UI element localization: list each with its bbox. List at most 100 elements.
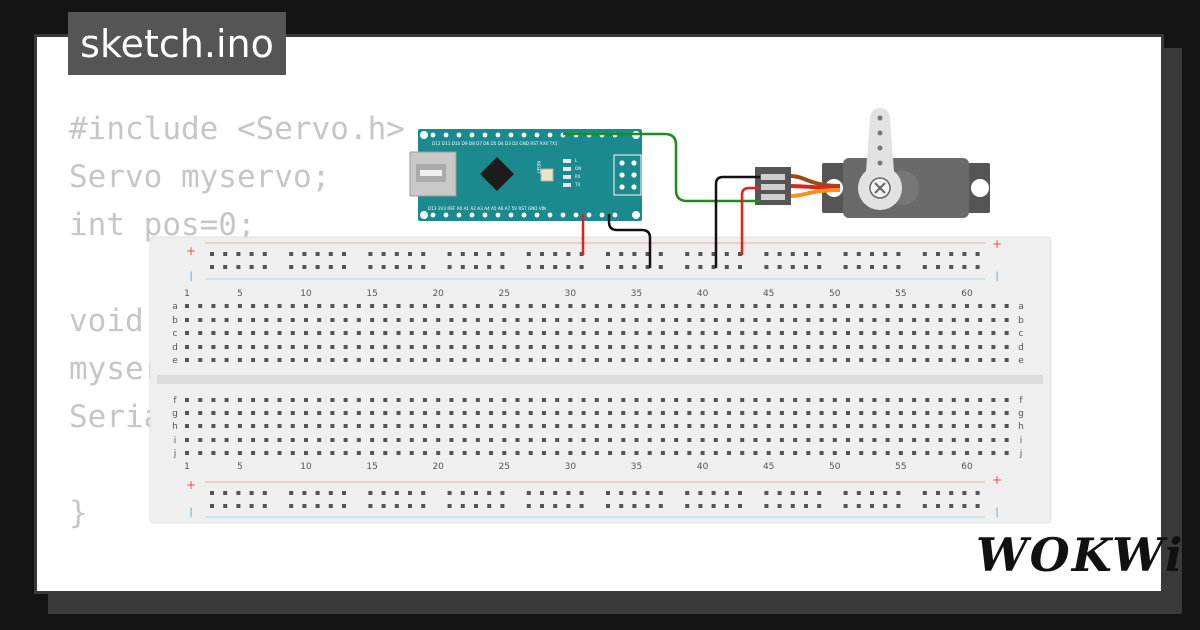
breadboard-hole[interactable] (859, 398, 864, 402)
breadboard-hole[interactable] (541, 411, 546, 415)
breadboard-hole[interactable] (647, 304, 652, 308)
breadboard-hole[interactable] (660, 438, 665, 442)
breadboard-hole[interactable] (251, 318, 256, 322)
rail-hole[interactable] (777, 252, 782, 256)
breadboard-hole[interactable] (713, 358, 718, 362)
breadboard-hole[interactable] (621, 438, 626, 442)
nano-pin[interactable] (469, 212, 475, 218)
rail-hole[interactable] (474, 491, 478, 495)
breadboard-hole[interactable] (819, 304, 824, 308)
breadboard-hole[interactable] (872, 318, 877, 322)
breadboard-hole[interactable] (462, 451, 467, 455)
breadboard-hole[interactable] (938, 358, 943, 362)
breadboard-hole[interactable] (740, 411, 745, 415)
nano-pin[interactable] (534, 212, 540, 218)
breadboard-hole[interactable] (634, 331, 639, 335)
rail-hole[interactable] (896, 252, 901, 256)
breadboard-hole[interactable] (211, 411, 216, 415)
breadboard-hole[interactable] (264, 398, 269, 402)
breadboard-hole[interactable] (674, 358, 679, 362)
rail-hole[interactable] (843, 252, 848, 256)
breadboard-hole[interactable] (277, 398, 282, 402)
breadboard-hole[interactable] (383, 331, 388, 335)
breadboard-hole[interactable] (462, 304, 467, 308)
breadboard-hole[interactable] (211, 304, 216, 308)
breadboard-hole[interactable] (660, 318, 665, 322)
breadboard-hole[interactable] (224, 451, 229, 455)
breadboard-hole[interactable] (541, 398, 546, 402)
breadboard-hole[interactable] (872, 345, 877, 349)
breadboard-hole[interactable] (925, 304, 930, 308)
breadboard-hole[interactable] (502, 331, 507, 335)
rail-hole[interactable] (711, 252, 716, 256)
breadboard-hole[interactable] (647, 318, 652, 322)
breadboard-hole[interactable] (198, 411, 203, 415)
rail-hole[interactable] (526, 504, 531, 508)
breadboard-hole[interactable] (687, 438, 692, 442)
breadboard-hole[interactable] (793, 451, 798, 455)
breadboard-hole[interactable] (237, 411, 242, 415)
breadboard-hole[interactable] (766, 358, 771, 362)
rail-hole[interactable] (474, 504, 478, 508)
breadboard-hole[interactable] (475, 451, 480, 455)
breadboard-hole[interactable] (475, 304, 480, 308)
breadboard-hole[interactable] (951, 358, 956, 362)
rail-hole[interactable] (342, 491, 346, 495)
rail-hole[interactable] (870, 252, 874, 256)
rail-hole[interactable] (619, 504, 624, 508)
rail-hole[interactable] (368, 265, 373, 269)
breadboard-hole[interactable] (885, 304, 890, 308)
breadboard-hole[interactable] (793, 331, 798, 335)
breadboard-hole[interactable] (383, 358, 388, 362)
breadboard-hole[interactable] (277, 358, 282, 362)
breadboard-hole[interactable] (978, 411, 983, 415)
breadboard-hole[interactable] (621, 318, 626, 322)
breadboard-hole[interactable] (806, 438, 811, 442)
breadboard-hole[interactable] (211, 318, 216, 322)
rail-hole[interactable] (447, 504, 452, 508)
breadboard-hole[interactable] (237, 398, 242, 402)
nano-pin[interactable] (534, 132, 540, 138)
rail-hole[interactable] (408, 252, 412, 256)
breadboard-hole[interactable] (608, 304, 613, 308)
breadboard-hole[interactable] (753, 358, 758, 362)
rail-hole[interactable] (632, 265, 637, 269)
breadboard-hole[interactable] (859, 304, 864, 308)
breadboard-hole[interactable] (317, 345, 322, 349)
breadboard-hole[interactable] (885, 345, 890, 349)
rail-hole[interactable] (738, 252, 742, 256)
breadboard-hole[interactable] (343, 358, 348, 362)
breadboard-hole[interactable] (687, 398, 692, 402)
breadboard-hole[interactable] (898, 345, 903, 349)
breadboard-hole[interactable] (502, 304, 507, 308)
rail-hole[interactable] (790, 504, 795, 508)
rail-hole[interactable] (460, 491, 465, 495)
breadboard-hole[interactable] (224, 398, 229, 402)
breadboard-hole[interactable] (608, 438, 613, 442)
breadboard-hole[interactable] (687, 345, 692, 349)
breadboard-hole[interactable] (489, 451, 494, 455)
breadboard-hole[interactable] (594, 451, 599, 455)
rail-hole[interactable] (526, 252, 531, 256)
breadboard-hole[interactable] (713, 438, 718, 442)
rail-hole[interactable] (922, 265, 927, 269)
breadboard-hole[interactable] (1004, 345, 1009, 349)
breadboard-hole[interactable] (303, 438, 308, 442)
breadboard-hole[interactable] (475, 331, 480, 335)
breadboard-hole[interactable] (634, 451, 639, 455)
breadboard-hole[interactable] (449, 411, 454, 415)
breadboard-hole[interactable] (912, 318, 917, 322)
breadboard-hole[interactable] (290, 411, 295, 415)
breadboard-hole[interactable] (846, 304, 850, 308)
rail-hole[interactable] (619, 265, 624, 269)
rail-hole[interactable] (249, 504, 254, 508)
breadboard-hole[interactable] (568, 411, 573, 415)
breadboard-hole[interactable] (185, 345, 189, 349)
breadboard-hole[interactable] (898, 398, 903, 402)
rail-hole[interactable] (566, 504, 571, 508)
breadboard-hole[interactable] (237, 331, 242, 335)
rail-hole[interactable] (658, 491, 663, 495)
breadboard-hole[interactable] (819, 318, 824, 322)
rail-hole[interactable] (975, 491, 980, 495)
rail-hole[interactable] (738, 265, 742, 269)
